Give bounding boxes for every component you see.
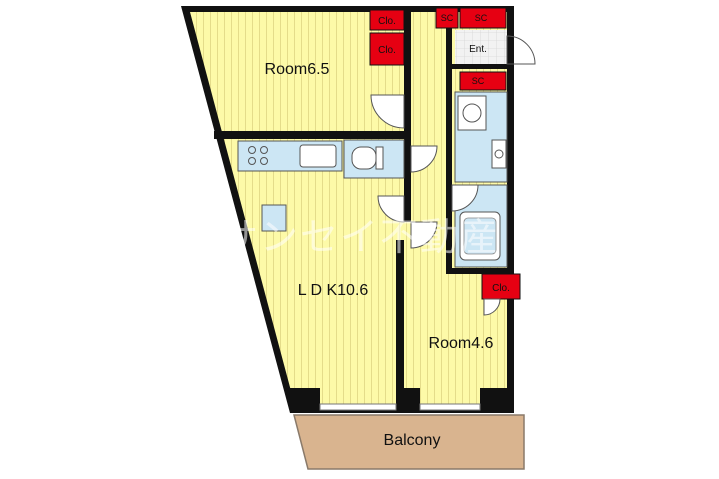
refrigerator-space [261,204,287,232]
doors [370,94,501,316]
sc-2-label: SC [475,13,488,23]
balcony: Balcony [293,414,525,470]
closet-3-label: Clo. [492,283,510,294]
closet-1-label: Clo. [378,16,396,27]
sc-1-label: SC [441,13,454,23]
room-b-label: Room4.6 [429,335,494,352]
washing-machine-icon [457,95,487,131]
wash-basin-icon [491,139,507,169]
sc-3 [459,71,507,91]
floor-area [190,12,507,406]
sc-2 [459,7,507,29]
closet-3 [481,273,521,300]
entrance-label: Ent. [469,44,487,55]
kitchen-counter [237,140,343,172]
closet-2 [369,32,405,66]
interior-walls [214,12,507,406]
toilet-icon [351,146,377,170]
sink-icon [299,144,337,168]
outer-walls [181,6,514,413]
room-b-door[interactable] [410,221,438,249]
closet-2-label: Clo. [378,45,396,56]
closets [369,7,521,300]
sc-1 [435,7,459,29]
toilet [343,139,405,179]
balcony-label: Balcony [384,432,441,449]
closet-labels: Clo. Clo. Clo. SC SC SC [378,13,510,294]
entrance: Ent. [455,30,536,65]
ldk-label: L D K10.6 [298,282,369,299]
sc-3-label: SC [472,76,485,86]
bath-door[interactable] [451,184,479,212]
windows [319,403,481,411]
ldk-door[interactable] [377,195,405,223]
stove-icon [248,146,268,165]
entrance-door-swing[interactable] [506,35,536,65]
watermark: サンセイ不動産 [220,217,500,259]
toilet-door[interactable] [410,145,438,173]
closet-3-door[interactable] [483,298,501,316]
closet-1 [369,9,405,31]
room-a-door[interactable] [370,94,405,129]
room-a-label: Room6.5 [265,61,330,78]
